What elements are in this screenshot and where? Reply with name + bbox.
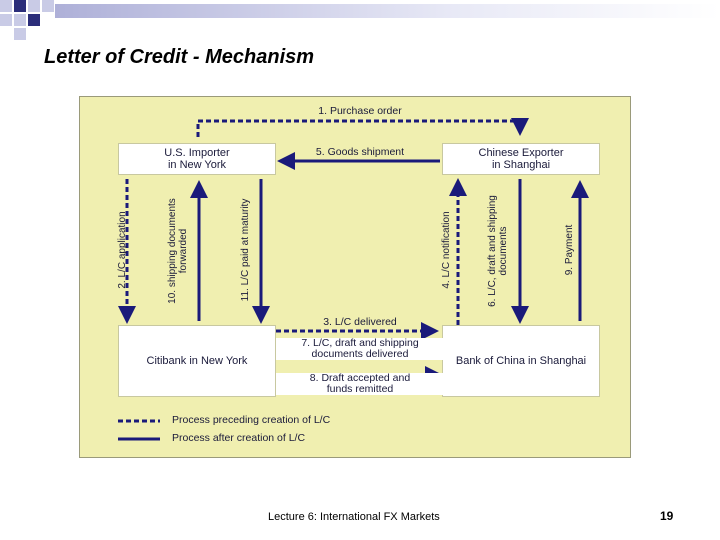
exporter-bank-box: Bank of China in Shanghai (442, 325, 600, 397)
exporter-box: Chinese Exporter in Shanghai (442, 143, 600, 175)
step-7-label: 7. L/C, draft and shipping documents del… (276, 338, 444, 360)
page-number: 19 (660, 509, 674, 523)
lc-mechanism-diagram: U.S. Importer in New York Chinese Export… (79, 96, 631, 458)
step-6-label: 6. L/C, draft and shipping documents (487, 195, 509, 307)
step-10-label: 10. shipping documents forwarded (167, 198, 189, 304)
slide-title: Letter of Credit - Mechanism (44, 46, 315, 68)
legend-dashed-label: Process preceding creation of L/C (172, 414, 331, 426)
legend-solid-label: Process after creation of L/C (172, 432, 306, 444)
step-3-label: 3. L/C delivered (323, 316, 397, 328)
step-2-label: 2. L/C application (117, 211, 128, 289)
step-4-label: 4. L/C notification (441, 211, 452, 289)
importer-box: U.S. Importer in New York (118, 143, 276, 175)
footer-text: Lecture 6: International FX Markets (268, 511, 440, 523)
importer-bank-box: Citibank in New York (118, 325, 276, 397)
step-5-label: 5. Goods shipment (315, 146, 405, 158)
step-1-label: 1. Purchase order (318, 105, 402, 117)
step-8-label: 8. Draft accepted and funds remitted (276, 373, 444, 395)
corner-decoration (0, 0, 720, 40)
step-9-label: 9. Payment (564, 224, 575, 276)
step-11-label: 11. L/C paid at maturity (240, 198, 251, 302)
arrow-purchase-order (196, 118, 529, 137)
